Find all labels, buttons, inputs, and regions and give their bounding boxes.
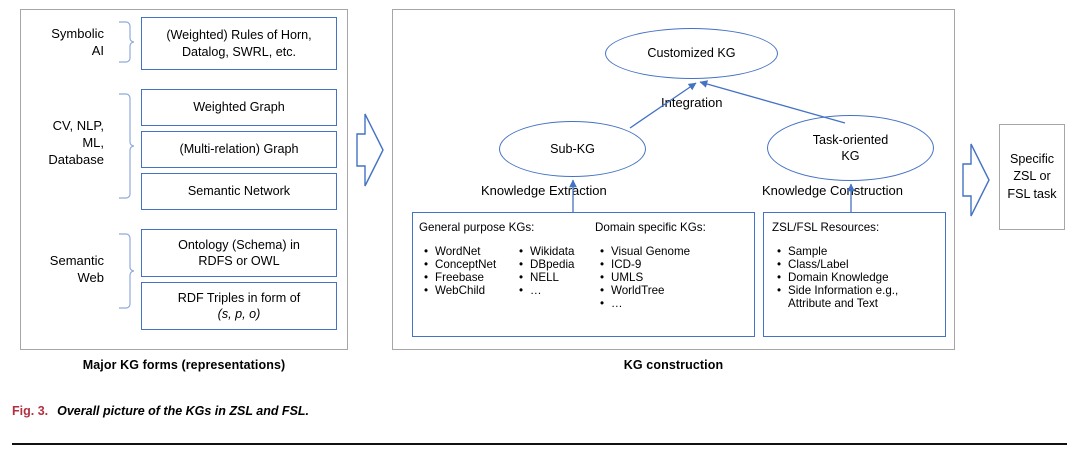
- bullet-icon: •: [599, 284, 605, 297]
- list-item: •…: [599, 297, 623, 310]
- bullet-icon: •: [776, 245, 782, 258]
- list-item: •Visual Genome: [599, 245, 691, 258]
- bullet-icon: •: [518, 258, 524, 271]
- node-customized-kg: Customized KG: [605, 28, 778, 79]
- bullet-icon: •: [776, 271, 782, 284]
- bullet-icon: •: [423, 245, 429, 258]
- figure-caption: Fig. 3. Overall picture of the KGs in ZSL…: [12, 404, 309, 418]
- bullet-icon: •: [599, 258, 605, 271]
- list-item-continuation: Attribute and Text: [788, 297, 879, 310]
- box-weighted-graph: Weighted Graph: [141, 89, 337, 126]
- list-header-zsl-fsl-resources: ZSL/FSL Resources:: [772, 221, 880, 234]
- list-item: •Wikidata: [518, 245, 575, 258]
- list-header-domain-specific-kgs: Domain specific KGs:: [595, 221, 706, 234]
- bullet-icon: •: [776, 284, 782, 297]
- box-rdf-triples: RDF Triples in form of (s, p, o): [141, 282, 337, 330]
- box-multi-relation-graph: (Multi-relation) Graph: [141, 131, 337, 168]
- list-item: •ConceptNet: [423, 258, 497, 271]
- list-item: •DBpedia: [518, 258, 575, 271]
- list-item: •…: [518, 284, 542, 297]
- box-ontology-schema-rdfs-owl: Ontology (Schema) in RDFS or OWL: [141, 229, 337, 277]
- list-item: •Domain Knowledge: [776, 271, 889, 284]
- bullet-icon: •: [776, 258, 782, 271]
- list-item: •Sample: [776, 245, 828, 258]
- node-task-oriented-kg: Task-oriented KG: [767, 115, 934, 181]
- list-item: •WordNet: [423, 245, 481, 258]
- bullet-icon: •: [599, 297, 605, 310]
- edge-label-integration: Integration: [661, 95, 723, 110]
- list-item: •UMLS: [599, 271, 644, 284]
- bullet-icon: •: [423, 271, 429, 284]
- group-label-cv-nlp-ml-database: CV, NLP, ML, Database: [48, 118, 104, 167]
- list-item: •Class/Label: [776, 258, 849, 271]
- bullet-icon: •: [518, 271, 524, 284]
- group-label-semantic-web: Semantic Web: [49, 253, 104, 285]
- list-item: •Freebase: [423, 271, 484, 284]
- group-label-symbolic-ai: Symbolic AI: [51, 26, 104, 58]
- list-header-general-purpose-kgs: General purpose KGs:: [419, 221, 535, 234]
- box-semantic-network: Semantic Network: [141, 173, 337, 210]
- list-item: •ICD-9: [599, 258, 642, 271]
- box-weighted-rules-of-horn: (Weighted) Rules of Horn, Datalog, SWRL,…: [141, 17, 337, 70]
- bullet-icon: •: [599, 245, 605, 258]
- caption-kg-construction: KG construction: [623, 358, 724, 372]
- bullet-icon: •: [518, 284, 524, 297]
- edge-label-knowledge-construction: Knowledge Construction: [762, 183, 903, 198]
- box-zsl-fsl-resources: ZSL/FSL Resources: •Sample •Class/Label …: [763, 212, 946, 337]
- list-item: •NELL: [518, 271, 560, 284]
- node-sub-kg: Sub-KG: [499, 121, 646, 177]
- list-item: •Side Information e.g.,: [776, 284, 899, 297]
- horizontal-rule: [12, 443, 1067, 445]
- figure-number: Fig. 3.: [12, 404, 49, 418]
- block-arrow-right-icon-middle: [356, 113, 384, 187]
- block-arrow-right-icon-right: [962, 143, 990, 217]
- box-specific-zsl-or-fsl-task: Specific ZSL or FSL task: [999, 124, 1065, 230]
- bullet-icon: •: [599, 271, 605, 284]
- list-item: •WebChild: [423, 284, 486, 297]
- list-item: •WorldTree: [599, 284, 665, 297]
- box-kg-sources: General purpose KGs: •WordNet •ConceptNe…: [412, 212, 755, 337]
- bullet-icon: •: [423, 284, 429, 297]
- bullet-icon: •: [423, 258, 429, 271]
- figure-caption-text: Overall picture of the KGs in ZSL and FS…: [57, 404, 310, 418]
- caption-major-kg-forms: Major KG forms (representations): [82, 358, 286, 372]
- edge-label-knowledge-extraction: Knowledge Extraction: [481, 183, 607, 198]
- bullet-icon: •: [518, 245, 524, 258]
